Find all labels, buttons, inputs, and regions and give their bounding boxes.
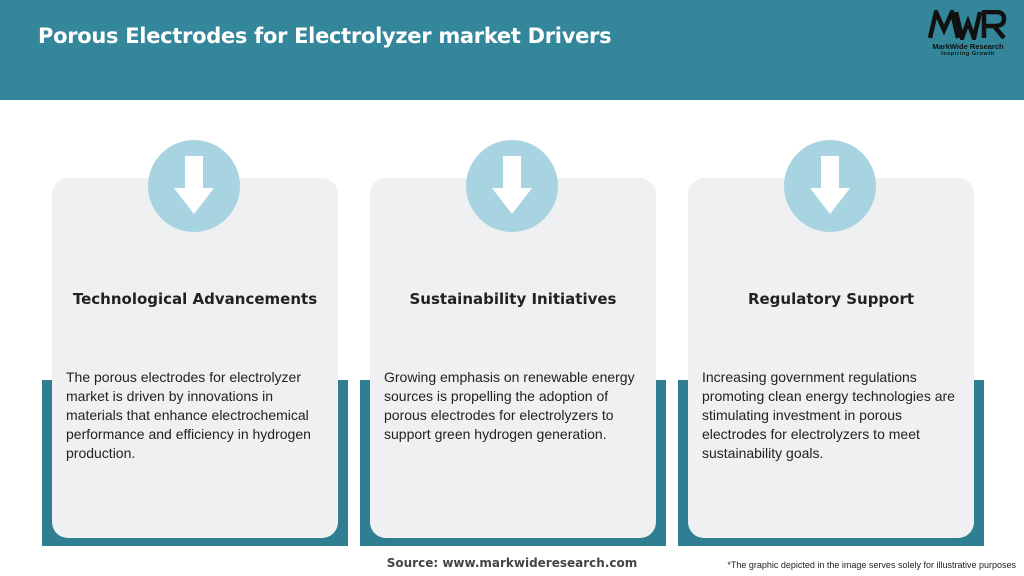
page-title: Porous Electrodes for Electrolyzer marke… [38, 24, 612, 48]
arrow-down-icon [810, 156, 850, 214]
icon-circle [784, 140, 876, 232]
logo-tagline: Inspiring Growth [941, 51, 995, 57]
card-description: The porous electrodes for electrolyzer m… [66, 369, 311, 461]
icon-circle [148, 140, 240, 232]
card-heading: Sustainability Initiatives [409, 290, 617, 308]
arrow-down-icon [174, 156, 214, 214]
card-description: Increasing government regulations promot… [702, 369, 955, 461]
arrow-down-icon [492, 156, 532, 214]
source-link[interactable]: Source: www.markwideresearch.com [386, 556, 638, 570]
card-body: Sustainability Initiatives Growing empha… [370, 178, 656, 538]
card-body: Technological Advancements The porous el… [52, 178, 338, 538]
icon-circle [466, 140, 558, 232]
driver-card-regulatory: Regulatory Support Increasing government… [678, 140, 994, 548]
card-heading: Regulatory Support [747, 290, 915, 308]
card-heading: Technological Advancements [72, 290, 318, 308]
disclaimer-note: *The graphic depicted in the image serve… [727, 560, 1016, 570]
company-logo: MarkWide Research Inspiring Growth [922, 10, 1014, 58]
card-description: Growing emphasis on renewable energy sou… [384, 369, 635, 442]
card-body: Regulatory Support Increasing government… [688, 178, 974, 538]
driver-card-sustainability: Sustainability Initiatives Growing empha… [360, 140, 676, 548]
logo-name: MarkWide Research [932, 42, 1004, 51]
mwr-logo-mark [928, 10, 1007, 40]
driver-card-technological: Technological Advancements The porous el… [42, 140, 358, 548]
header-banner: Porous Electrodes for Electrolyzer marke… [0, 0, 1024, 100]
